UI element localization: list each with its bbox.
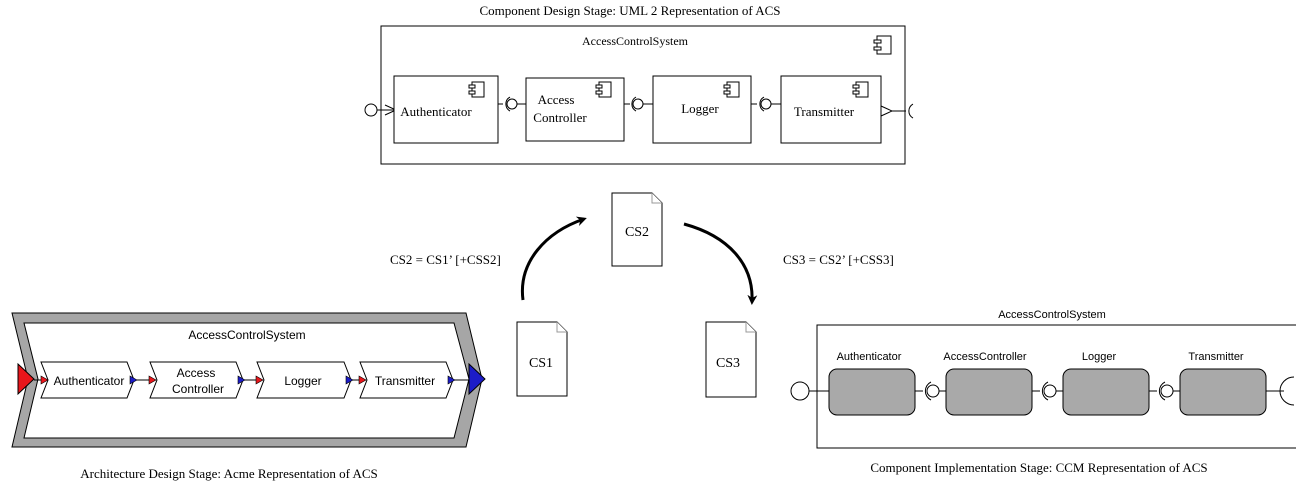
uml-assembly-connector bbox=[498, 96, 526, 112]
ccm-connector bbox=[1149, 381, 1180, 401]
ccm-connector bbox=[1032, 381, 1063, 401]
acme-component-label: Access bbox=[177, 366, 216, 380]
acme-in-port bbox=[148, 375, 157, 385]
ccm-component-label: Transmitter bbox=[1188, 351, 1244, 363]
ccm-facet bbox=[790, 381, 810, 401]
document-label: CS3 bbox=[716, 356, 740, 371]
acme-component-label: Transmitter bbox=[375, 374, 435, 388]
ccm-component-transmitter bbox=[1179, 368, 1267, 416]
uml-component-transmitter: Transmitter bbox=[780, 75, 882, 144]
acme-in-port bbox=[255, 375, 264, 385]
document-label: CS2 bbox=[625, 225, 649, 240]
document-cs2: CS2 bbox=[611, 192, 663, 267]
uml-component-label-line2: Controller bbox=[533, 110, 587, 125]
acme-ports bbox=[40, 375, 456, 385]
document-cs3: CS3 bbox=[705, 321, 757, 398]
document-label: CS1 bbox=[529, 356, 553, 371]
uml-component-authenticator: Authenticator bbox=[393, 75, 499, 144]
acme-component-transmitter: Transmitter bbox=[359, 361, 454, 399]
acme-out-port bbox=[129, 375, 138, 385]
acme-out-port bbox=[237, 375, 246, 385]
uml-assembly-connector bbox=[624, 96, 653, 112]
acme-component-label: Authenticator bbox=[54, 374, 125, 388]
ccm-diagram: AccessControlSystem Authenticator Access… bbox=[790, 309, 1296, 475]
acme-system-name: AccessControlSystem bbox=[188, 328, 305, 342]
uml-component-label: Logger bbox=[681, 101, 719, 116]
acme-caption: Architecture Design Stage: Acme Represen… bbox=[80, 466, 377, 481]
transformation-label-left: CS2 = CS1’ [+CSS2] bbox=[390, 252, 501, 267]
acme-out-port bbox=[447, 375, 456, 385]
uml-caption: Component Design Stage: UML 2 Representa… bbox=[479, 3, 780, 18]
uml-component-access-controller: Access Controller bbox=[525, 77, 625, 142]
transformation-arrow-right bbox=[683, 222, 758, 305]
uml-provided-interface bbox=[364, 103, 378, 117]
uml-system-component-icon bbox=[873, 35, 892, 55]
uml-component-label: Access bbox=[538, 92, 575, 107]
ccm-component-label: Authenticator bbox=[837, 351, 902, 363]
uml-component-label: Transmitter bbox=[794, 104, 855, 119]
document-cs1: CS1 bbox=[516, 321, 568, 397]
ccm-component-label: AccessController bbox=[943, 351, 1026, 363]
acme-system-in-port bbox=[17, 362, 35, 396]
component-icon bbox=[468, 81, 485, 98]
uml-assembly-connector bbox=[751, 96, 781, 112]
uml-system-name: AccessControlSystem bbox=[582, 34, 689, 48]
acme-in-port bbox=[358, 375, 367, 385]
acme-component-label: Logger bbox=[284, 374, 321, 388]
acme-component-label-line2: Controller bbox=[172, 382, 224, 396]
ccm-component-authenticator bbox=[828, 368, 916, 416]
ccm-system-name: AccessControlSystem bbox=[998, 309, 1106, 321]
component-icon bbox=[723, 81, 740, 98]
ccm-receptacle bbox=[1279, 376, 1295, 406]
acme-component-access-controller: Access Controller bbox=[149, 361, 244, 399]
uml-component-logger: Logger bbox=[652, 75, 752, 144]
component-icon bbox=[852, 81, 869, 98]
uml-required-interface bbox=[908, 103, 914, 119]
acme-out-port bbox=[345, 375, 354, 385]
ccm-connector bbox=[915, 381, 946, 401]
component-icon bbox=[595, 81, 612, 98]
transformation-arrow-left bbox=[520, 216, 587, 301]
acme-diagram: AccessControlSystem Authenticator Access… bbox=[11, 312, 486, 481]
ccm-component-access-controller bbox=[945, 368, 1033, 416]
acme-in-port bbox=[40, 375, 49, 385]
acme-component-logger: Logger bbox=[256, 361, 352, 399]
ccm-component-label: Logger bbox=[1082, 351, 1117, 363]
acme-component-authenticator: Authenticator bbox=[40, 361, 135, 399]
ccm-component-logger bbox=[1062, 368, 1150, 416]
ccm-caption: Component Implementation Stage: CCM Repr… bbox=[870, 460, 1207, 475]
acme-system-out-port bbox=[468, 362, 486, 396]
uml-component-label: Authenticator bbox=[400, 104, 472, 119]
transformation-label-right: CS3 = CS2’ [+CSS3] bbox=[783, 252, 894, 267]
uml-diagram: Component Design Stage: UML 2 Representa… bbox=[364, 3, 914, 165]
